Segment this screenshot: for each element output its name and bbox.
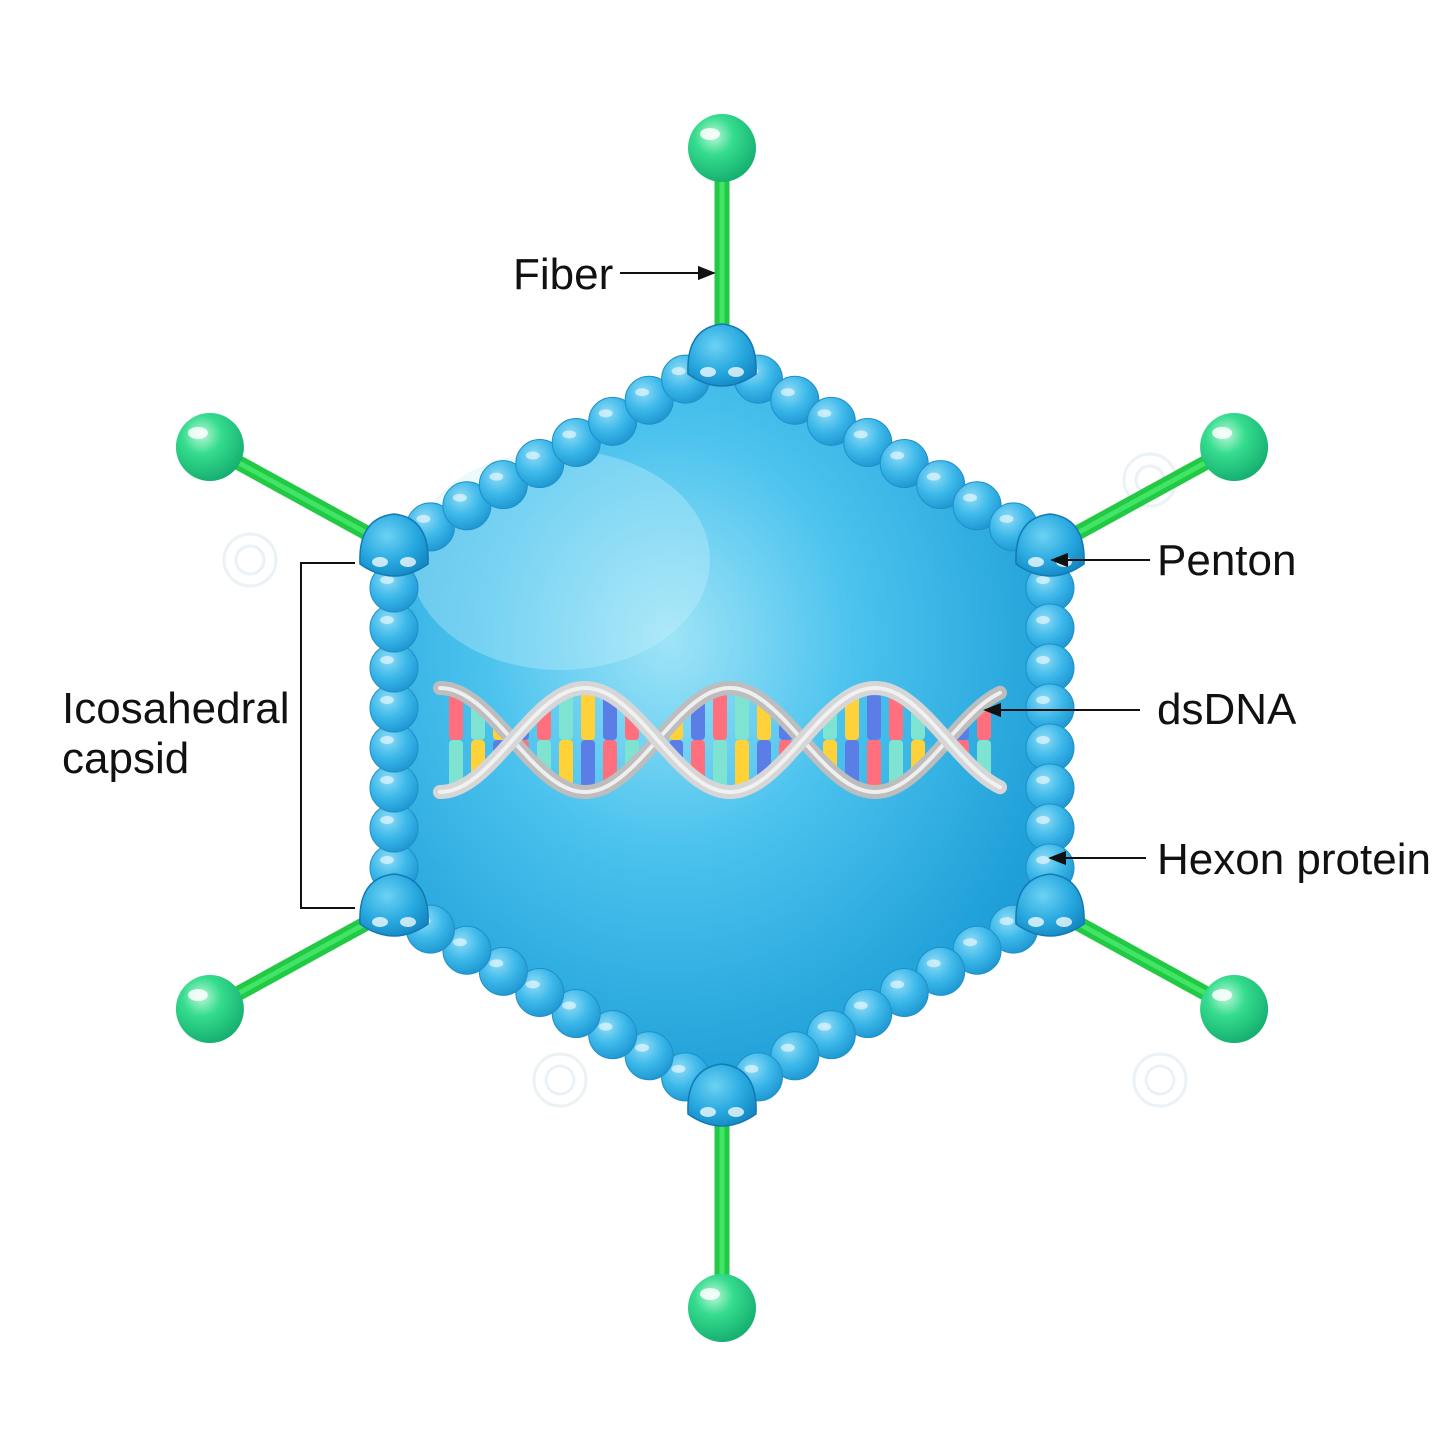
- hexon-bead-icon: [551, 989, 601, 1039]
- base-pair: [735, 689, 749, 791]
- base-pair: [845, 694, 859, 786]
- hexon-bead-icon: [369, 683, 419, 733]
- fiber-knob-icon: [1200, 975, 1269, 1044]
- penton-vertex-icon: [687, 323, 757, 387]
- watermark-mark: [532, 1052, 588, 1108]
- hexon-bead-icon: [624, 375, 674, 425]
- hexon-bead-icon: [806, 396, 856, 446]
- penton-vertex-icon: [359, 873, 429, 937]
- hexon-bead-icon: [369, 643, 419, 693]
- base-pair: [889, 693, 903, 787]
- penton-group: [359, 323, 1085, 1127]
- base-pair: [559, 692, 573, 788]
- capsid-highlight: [410, 450, 710, 670]
- penton-label: Penton: [1157, 536, 1296, 585]
- hexon-bead-icon: [478, 460, 528, 510]
- hexon-bead-icon: [515, 439, 565, 489]
- fiber-label: Fiber: [513, 250, 613, 299]
- hexon-bead-icon: [916, 460, 966, 510]
- hexon-bead-icon: [551, 417, 601, 467]
- hexon-bead-icon: [588, 396, 638, 446]
- watermark-mark: [222, 532, 278, 588]
- fiber-knob-icon: [688, 114, 756, 182]
- hexon-bead-icon: [806, 1010, 856, 1060]
- hexon-bead-icon: [879, 439, 929, 489]
- double-helix-icon: [433, 680, 1007, 800]
- hexon-bead-icon: [843, 989, 893, 1039]
- hexon-bead-icon: [843, 417, 893, 467]
- base-pair: [603, 695, 617, 785]
- hexon-bead-icon: [478, 946, 528, 996]
- hexon-bead-icon: [916, 946, 966, 996]
- hexon-bead-icon: [1025, 763, 1075, 813]
- hexon-bead-icon: [1025, 803, 1075, 853]
- watermark-mark: [1132, 1052, 1188, 1108]
- hexon-bead-icon: [952, 925, 1002, 975]
- fiber-group: [175, 114, 1269, 1342]
- penton-vertex-icon: [687, 1063, 757, 1127]
- base-pair: [449, 691, 463, 789]
- capsid-label-line1: Icosahedral: [62, 684, 289, 733]
- hexon-bead-icon: [952, 481, 1002, 531]
- hexon-bead-icon: [369, 763, 419, 813]
- base-pair: [867, 688, 881, 792]
- hexon-bead-icon: [770, 375, 820, 425]
- hexon-bead-icon: [770, 1031, 820, 1081]
- hexon-bead-icon: [879, 967, 929, 1017]
- hexon-bead-icon: [588, 1010, 638, 1060]
- penton-vertex-icon: [1015, 873, 1085, 937]
- hexon-label: Hexon protein: [1157, 835, 1431, 884]
- hexon-bead-icon: [1025, 603, 1075, 653]
- base-pair: [581, 688, 595, 792]
- annotations: Fiber Penton dsDNA Hexon protein Icosahe…: [62, 250, 1431, 909]
- fiber-knob-icon: [688, 1274, 756, 1342]
- capsid-label-line2: capsid: [62, 734, 189, 783]
- hexon-bead-icon: [442, 481, 492, 531]
- hexon-bead-icon: [624, 1031, 674, 1081]
- penton-vertex-icon: [359, 513, 429, 577]
- hexon-bead-icon: [515, 967, 565, 1017]
- hexon-bead-icon: [442, 925, 492, 975]
- fiber-knob-icon: [1200, 412, 1269, 481]
- capsid-bracket: [300, 562, 355, 909]
- fiber-knob-icon: [175, 975, 244, 1044]
- hexon-bead-icon: [1025, 683, 1075, 733]
- base-pair: [713, 689, 727, 791]
- dsdna-label: dsDNA: [1157, 685, 1297, 734]
- fiber-knob-icon: [175, 412, 244, 481]
- hexon-beads: [369, 354, 1075, 1102]
